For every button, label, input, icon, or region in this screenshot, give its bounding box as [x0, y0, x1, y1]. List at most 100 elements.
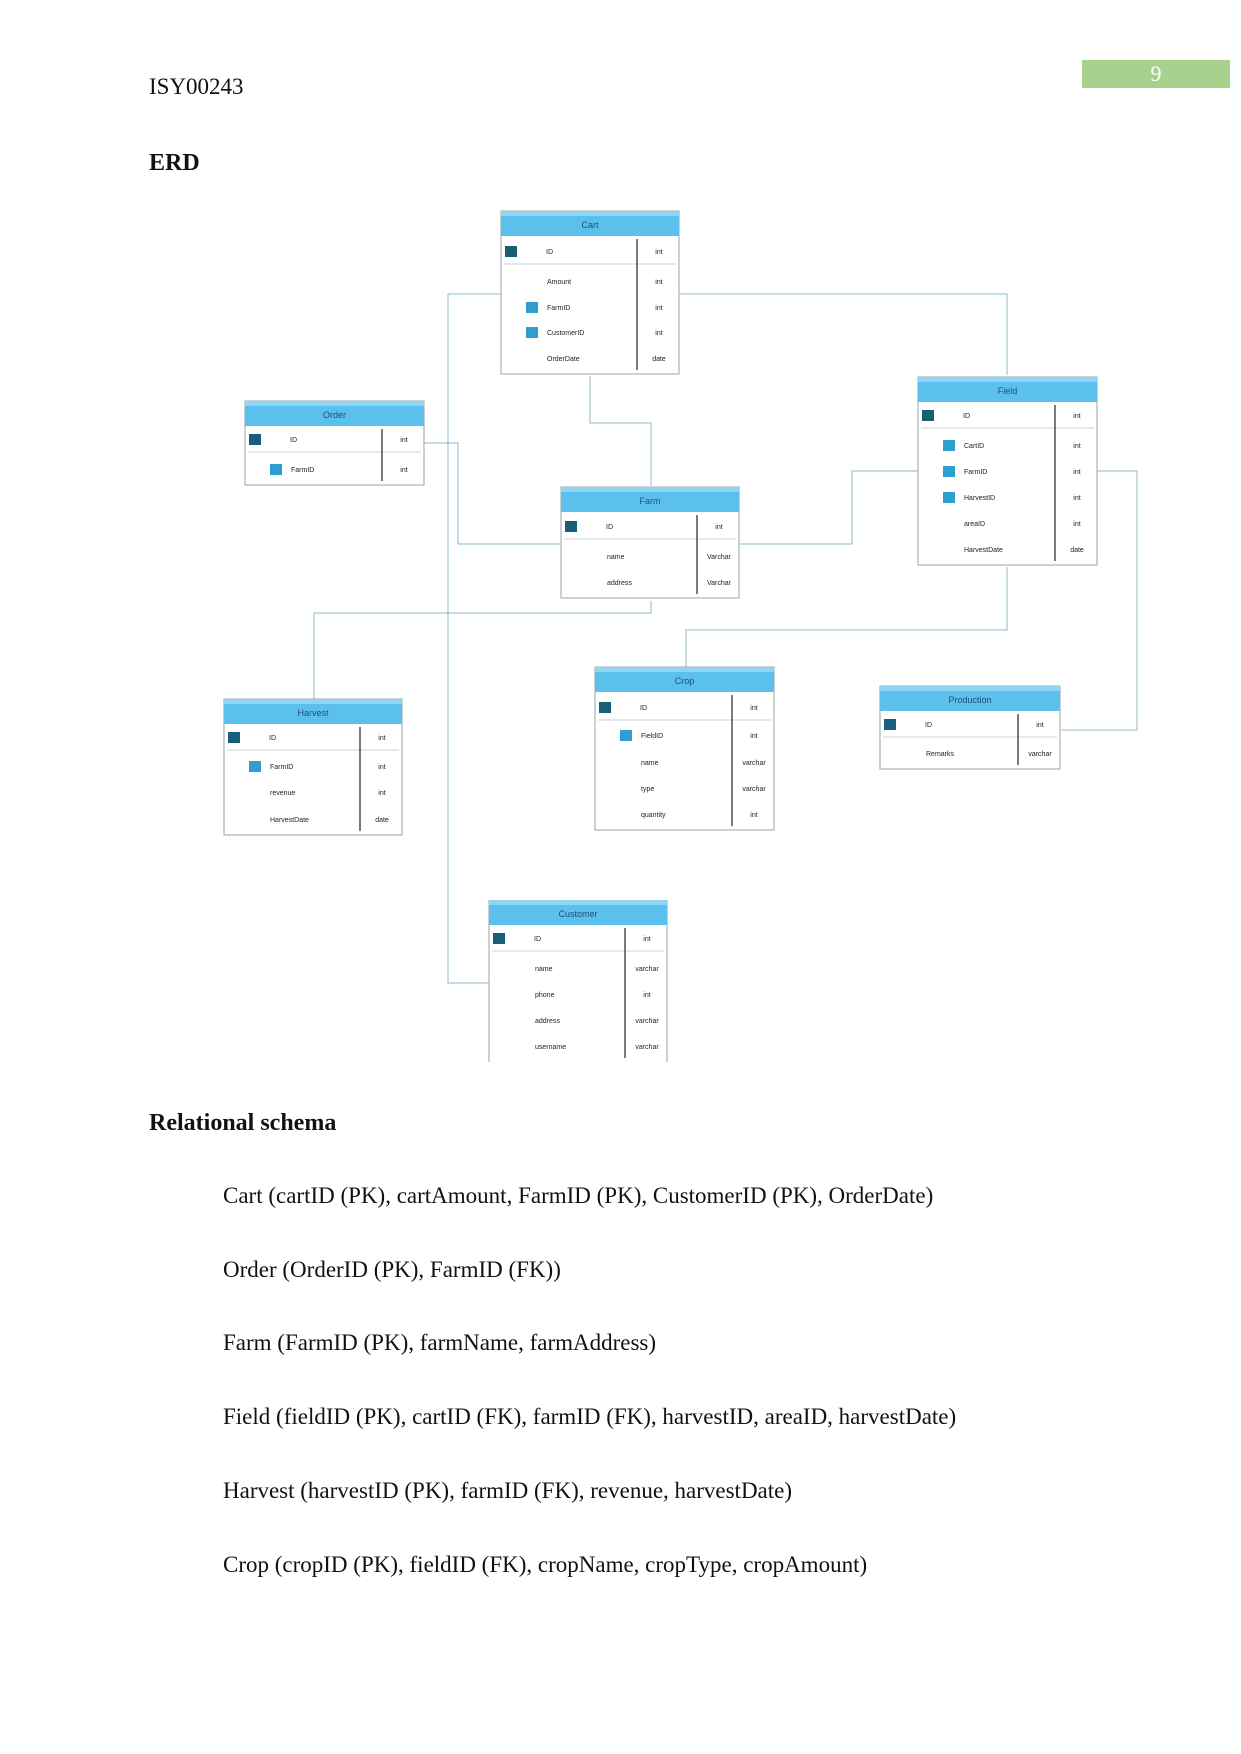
entity-field-title: Field	[998, 386, 1018, 396]
foreign-key-icon	[249, 761, 261, 772]
entity-cart-field-name: Amount	[547, 279, 571, 286]
entity-customer-field-type: varchar	[635, 966, 659, 973]
entity-cart-field-name: FarmID	[547, 305, 570, 312]
entity-production-title: Production	[948, 695, 991, 705]
entity-harvest-field-name: revenue	[270, 790, 295, 797]
entity-cart-field-name: OrderDate	[547, 356, 580, 363]
primary-key-icon	[565, 521, 577, 532]
entity-customer-field-type: varchar	[635, 1044, 659, 1051]
entity-cart-field-type: int	[655, 249, 662, 256]
relation-cart-farm	[589, 376, 652, 486]
relation-field-crop	[685, 567, 1008, 667]
foreign-key-icon	[943, 466, 955, 477]
erd-heading: ERD	[149, 150, 200, 176]
entity-crop-field-name: quantity	[641, 812, 666, 819]
entity-harvest-field-name: HarvestDate	[270, 817, 309, 824]
entity-customer-field-name: phone	[535, 992, 555, 999]
schema-farm: Farm (FarmID (PK), farmName, farmAddress…	[223, 1330, 657, 1355]
entity-field-field-name: HarvestID	[964, 495, 995, 502]
entity-crop-field-type: int	[750, 812, 757, 819]
entity-field-field-name: ID	[963, 413, 970, 420]
entity-field-field-name: FarmID	[964, 469, 987, 476]
entity-cart-field-name: ID	[546, 249, 553, 256]
entity-farm-field-type: Varchar	[707, 554, 732, 561]
entity-crop-field-type: varchar	[742, 786, 766, 793]
entity-harvest-field-name: FarmID	[270, 764, 293, 771]
page-number: 9	[1082, 60, 1230, 88]
foreign-key-icon	[943, 440, 955, 451]
entity-cart-field-type: int	[655, 330, 662, 337]
entity-farm-field-type: int	[715, 524, 722, 531]
entity-order-field-name: ID	[290, 437, 297, 444]
primary-key-icon	[228, 732, 240, 743]
entity-harvest-title: Harvest	[297, 708, 329, 718]
primary-key-icon	[922, 410, 934, 421]
entity-crop-field-type: int	[750, 733, 757, 740]
relation-cart-customer	[447, 293, 501, 984]
entity-crop-field-type: varchar	[742, 760, 766, 767]
schema-cart: Cart (cartID (PK), cartAmount, FarmID (P…	[223, 1183, 934, 1208]
entity-crop-field-name: name	[641, 760, 659, 767]
entity-crop-field-name: ID	[640, 705, 647, 712]
foreign-key-icon	[943, 492, 955, 503]
entity-harvest-field-type: int	[378, 735, 385, 742]
entity-farm-field-name: address	[607, 580, 632, 587]
entity-field-field-type: int	[1073, 469, 1080, 476]
entity-cart-field-type: int	[655, 279, 662, 286]
entity-farm-field-type: Varchar	[707, 580, 732, 587]
entity-field-field-type: int	[1073, 495, 1080, 502]
entity-farm-field-name: name	[607, 554, 625, 561]
foreign-key-icon	[270, 464, 282, 475]
entity-field-field-name: CartID	[964, 443, 984, 450]
entity-customer-field-type: varchar	[635, 1018, 659, 1025]
entity-customer-field-name: username	[535, 1044, 566, 1051]
primary-key-icon	[493, 933, 505, 944]
entity-farm-title: Farm	[640, 496, 661, 506]
relation-farm-harvest	[313, 601, 652, 700]
entity-order-title: Order	[323, 410, 346, 420]
entity-order-field-name: FarmID	[291, 467, 314, 474]
entity-harvest-field-name: ID	[269, 735, 276, 742]
entity-order-field-type: int	[400, 437, 407, 444]
primary-key-icon	[249, 434, 261, 445]
relation-farm-field	[740, 470, 918, 545]
foreign-key-icon	[526, 302, 538, 313]
relationship-lines	[313, 293, 1138, 984]
schema-heading: Relational schema	[149, 1110, 337, 1136]
entity-customer-field-name: ID	[534, 936, 541, 943]
entity-field-field-type: int	[1073, 443, 1080, 450]
entity-crop-field-name: type	[641, 786, 654, 793]
entity-cart-field-type: int	[655, 305, 662, 312]
entity-cart-field-name: CustomerID	[547, 330, 584, 337]
entity-production-field-type: int	[1036, 722, 1043, 729]
schema-crop: Crop (cropID (PK), fieldID (FK), cropNam…	[223, 1552, 868, 1577]
primary-key-icon	[884, 719, 896, 730]
schema-field: Field (fieldID (PK), cartID (FK), farmID…	[223, 1404, 957, 1429]
schema-harvest: Harvest (harvestID (PK), farmID (FK), re…	[223, 1478, 793, 1503]
entity-production-field-name: Remarks	[926, 751, 955, 758]
relation-cart-field	[678, 293, 1008, 375]
relation-field-production	[1061, 470, 1138, 731]
entity-field-field-type: date	[1070, 547, 1084, 554]
foreign-key-icon	[526, 327, 538, 338]
course-code: ISY00243	[149, 74, 244, 99]
entity-customer-field-type: int	[643, 936, 650, 943]
entity-farm-field-name: ID	[606, 524, 613, 531]
entity-field-field-type: int	[1073, 521, 1080, 528]
entity-customer-field-name: name	[535, 966, 553, 973]
entity-production-field-type: varchar	[1028, 751, 1052, 758]
entity-cart-title: Cart	[581, 220, 599, 230]
entity-crop-field-type: int	[750, 705, 757, 712]
schema-order: Order (OrderID (PK), FarmID (FK))	[223, 1257, 561, 1282]
entity-production-field-name: ID	[925, 722, 932, 729]
entity-customer-title: Customer	[558, 909, 597, 919]
